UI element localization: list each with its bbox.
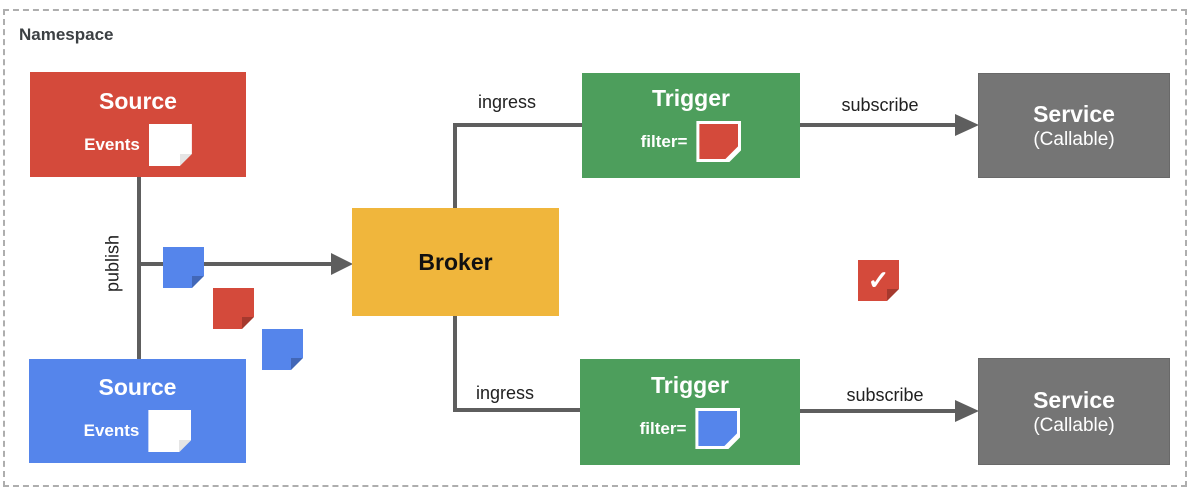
subscribe-bottom-line bbox=[800, 409, 957, 413]
event-note-blue-icon bbox=[262, 329, 303, 370]
filter-note-blue-icon bbox=[695, 408, 740, 449]
event-note-blue-icon bbox=[163, 247, 204, 288]
service-subtitle: (Callable) bbox=[1033, 414, 1115, 436]
events-note-icon bbox=[148, 410, 191, 452]
publish-line-horizontal bbox=[139, 262, 332, 266]
trigger-title: Trigger bbox=[651, 372, 729, 398]
source-title: Source bbox=[98, 374, 177, 400]
trigger-title: Trigger bbox=[652, 85, 730, 111]
ingress-bottom-line-vertical bbox=[453, 316, 457, 412]
filter-note-red-icon bbox=[696, 121, 741, 162]
broker-box: Broker bbox=[352, 208, 559, 316]
service-box-bottom: Service (Callable) bbox=[978, 358, 1170, 465]
subscribe-top-arrowhead-icon bbox=[955, 114, 979, 136]
filter-label: filter= bbox=[639, 418, 687, 438]
delivered-note-red-check-icon: ✓ bbox=[858, 260, 899, 301]
trigger-box-top: Trigger filter= bbox=[582, 73, 800, 178]
namespace-boundary bbox=[3, 9, 1187, 487]
source-box-blue: Source Events bbox=[29, 359, 246, 463]
subscribe-bottom-arrowhead-icon bbox=[955, 400, 979, 422]
filter-note-red-fill bbox=[699, 124, 738, 159]
trigger-box-bottom: Trigger filter= bbox=[580, 359, 800, 465]
service-box-top: Service (Callable) bbox=[978, 73, 1170, 178]
subscribe-bottom-label: subscribe bbox=[846, 385, 924, 405]
publish-arrowhead-icon bbox=[331, 253, 353, 275]
filter-label: filter= bbox=[640, 131, 688, 151]
ingress-bottom-line-horizontal bbox=[453, 408, 580, 412]
ingress-top-line-vertical bbox=[453, 123, 457, 208]
events-label: Events bbox=[83, 421, 140, 440]
events-label: Events bbox=[84, 135, 140, 154]
ingress-top-line-horizontal bbox=[453, 123, 582, 127]
service-subtitle: (Callable) bbox=[1033, 128, 1115, 150]
subscribe-top-line bbox=[800, 123, 957, 127]
subscribe-top-label: subscribe bbox=[841, 95, 919, 115]
service-title: Service bbox=[1033, 386, 1115, 413]
broker-title: Broker bbox=[418, 248, 493, 275]
ingress-top-label: ingress bbox=[477, 92, 537, 112]
service-title: Service bbox=[1033, 100, 1115, 127]
publish-line-vertical bbox=[137, 177, 141, 359]
source-title: Source bbox=[99, 88, 177, 114]
publish-label: publish bbox=[102, 234, 123, 293]
source-box-red: Source Events bbox=[30, 72, 246, 177]
ingress-bottom-label: ingress bbox=[475, 383, 535, 403]
filter-note-blue-fill bbox=[698, 411, 737, 446]
event-note-red-icon bbox=[213, 288, 254, 329]
namespace-label: Namespace bbox=[19, 25, 114, 44]
events-note-icon bbox=[149, 124, 192, 166]
